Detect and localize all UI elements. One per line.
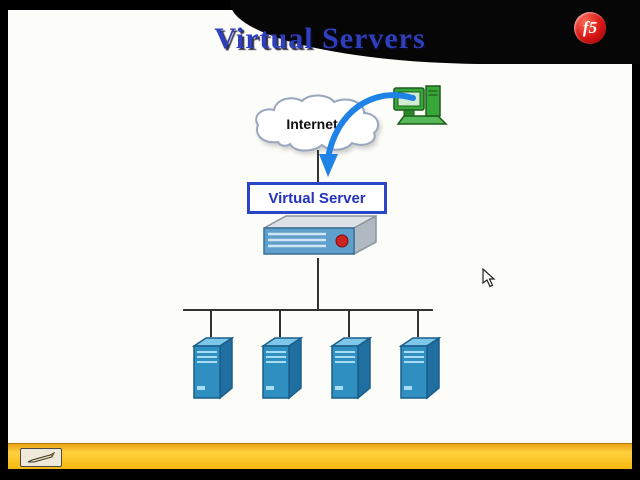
slide-title: Virtual Servers: [214, 22, 426, 55]
bus-line: [183, 309, 433, 311]
server-icon: [398, 336, 441, 400]
drop-line-3: [348, 310, 350, 337]
server-icon: [329, 336, 372, 400]
connector-line-cloud-to-box: [317, 150, 319, 183]
virtual-server-label: Virtual Server: [268, 189, 366, 207]
pencil-icon: [27, 451, 56, 462]
drop-line-4: [417, 310, 419, 337]
connector-line-appliance-to-bus: [317, 258, 319, 310]
drop-line-1: [210, 310, 212, 337]
drop-line-2: [279, 310, 281, 337]
server-icon: [191, 336, 234, 400]
f5-logo-text: f5: [582, 18, 598, 37]
bigip-appliance-icon: [263, 214, 377, 256]
annotation-pen-button[interactable]: [20, 448, 62, 467]
presenter-toolbar: [8, 443, 632, 469]
traffic-arrow-icon: [319, 92, 416, 177]
server-icon: [260, 336, 303, 400]
internet-label: Internet: [286, 116, 338, 132]
f5-logo: f5: [574, 12, 606, 44]
mouse-cursor: [482, 268, 496, 288]
internet-cloud-icon: [255, 94, 380, 152]
virtual-server-box: Virtual Server: [247, 182, 387, 214]
